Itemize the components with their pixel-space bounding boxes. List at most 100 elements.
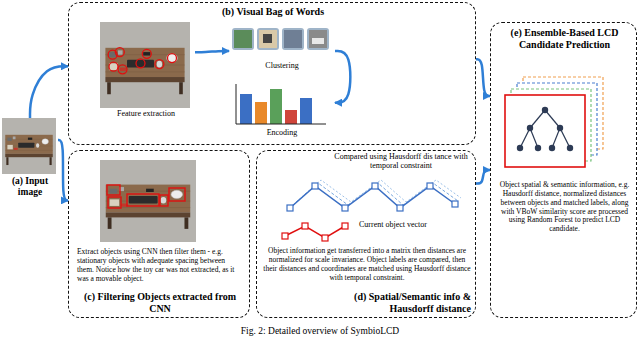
hausdorff-plot-part [282,233,288,239]
input-image: (a) Input image [2,118,58,206]
random-forest-icon-part [520,128,530,148]
hausdorff-plot-part [285,226,345,238]
panel-title: (c) Filtering Objects extracted from CNN [73,291,247,314]
random-forest-icon-part [527,125,533,131]
panel-title: (d) Spatial/Semantic info & Hausdorff di… [337,291,471,314]
cluster-tiles-part [284,30,302,48]
feature-photo-part [142,49,151,58]
hausdorff-plot-part [322,235,328,241]
body-text: Object information get transferred into … [263,247,471,282]
label-text: Encoding [229,129,335,138]
input-photo-part [2,118,56,174]
random-forest-icon [505,77,603,167]
filtered-photo-part [108,197,121,208]
histogram-part [240,94,252,124]
random-forest-icon-part [560,128,570,148]
flow-arrow [195,51,229,52]
body-text: Object spatial & semantic information, e… [497,181,632,234]
feature-node: Feature extraction [97,21,195,125]
panel-title: (a) Input image [2,176,58,198]
random-forest-icon-part [530,128,538,148]
histogram-part [236,84,237,124]
cluster-tiles [232,28,329,50]
cluster-tiles-part [232,28,254,50]
flow-arrow [335,51,350,103]
panel-box: Extract objects using CNN then filter th… [68,150,250,318]
filtered-photo-part [160,195,168,206]
histogram-part [236,124,326,125]
histogram-part [300,98,312,124]
feature-photo-part [100,22,190,108]
random-forest-icon-part [542,107,548,113]
flow-arrow [476,170,490,184]
panel-box: Compared using Hausdorff dis tance with … [256,150,476,318]
filtered-photo-part [100,160,196,242]
feature-photo-part [136,59,145,68]
hausdorff-plot-part [287,205,293,211]
hausdorff-plot-part [372,183,378,189]
cluster-tiles-part [234,30,252,48]
label-text: Clustering [229,62,335,71]
feature-photo-part [115,48,124,57]
input-photo [2,118,56,174]
hausdorff-plot-part [282,223,348,241]
feature-photo-part [155,60,164,69]
feature-photo [100,22,190,108]
histogram-part [255,102,267,124]
filtered-photo [100,160,196,242]
random-forest-icon-part [505,95,585,167]
random-forest-icon-part [517,107,573,151]
panel-title: (b) Visual Bag of Words [173,6,373,18]
histogram-part [270,89,282,124]
random-forest-icon-part [517,145,523,151]
filtered-photo-part [107,185,120,195]
figure-caption: Fig. 2: Detailed overview of SymbioLCD [0,326,640,336]
hausdorff-plot-part [302,223,308,229]
panel-box: Feature extraction ClusteringEncoding (b) … [68,2,476,145]
cluster-tiles-part [309,30,327,48]
label-text: Feature extraction [97,110,195,119]
random-forest-icon-part [545,110,560,128]
cluster-tiles-part [282,28,304,50]
hausdorff-plot [282,180,461,241]
hausdorff-plot-part [342,205,348,211]
histogram-part [285,110,297,124]
hausdorff-plot-part [287,183,458,211]
feature-photo-part [108,48,176,74]
body-text: Extract objects using CNN then filter th… [77,248,243,283]
cluster-tiles-part [307,28,329,50]
flow-arrow [30,66,68,118]
feature-photo-part [118,65,127,74]
panel-title: (e) Ensemble-Based LCD Candidate Predict… [495,27,634,50]
random-forest-icon-part [535,145,541,151]
filtered-photo-part [107,185,185,208]
flow-arrow [58,140,68,200]
random-forest-icon-part [567,145,573,151]
random-forest-icon-part [520,110,570,148]
filtered-photo-part [169,188,185,201]
hausdorff-plot-part [427,183,433,189]
label-text: Current object vector [359,221,473,230]
encoding-node: Encoding [229,81,335,143]
cluster-tiles-part [263,34,272,43]
random-forest-icon-part [552,128,560,148]
cluster-node: Clustering [229,25,335,77]
panel-box: (e) Ensemble-Based LCD Candidate Predict… [490,22,637,318]
label-text: Compared using Hausdorff dis tance with … [327,153,475,171]
cluster-tiles-part [257,28,279,50]
hausdorff-plot-part [452,201,458,207]
hausdorff-plot-part [293,183,458,205]
random-forest-icon-part [530,110,545,128]
hausdorff-plot-part [397,205,403,211]
random-forest-icon-part [557,125,563,131]
feature-photo-part [168,54,177,63]
histogram [236,84,326,124]
feature-photo-part [109,62,118,71]
random-forest-icon-part [549,145,555,151]
flow-arrow [476,59,490,96]
cluster-tiles-part [312,38,324,44]
hausdorff-plot-part [312,183,318,189]
hausdorff-plot-part [342,223,348,229]
cluster-tiles-part [259,30,277,48]
